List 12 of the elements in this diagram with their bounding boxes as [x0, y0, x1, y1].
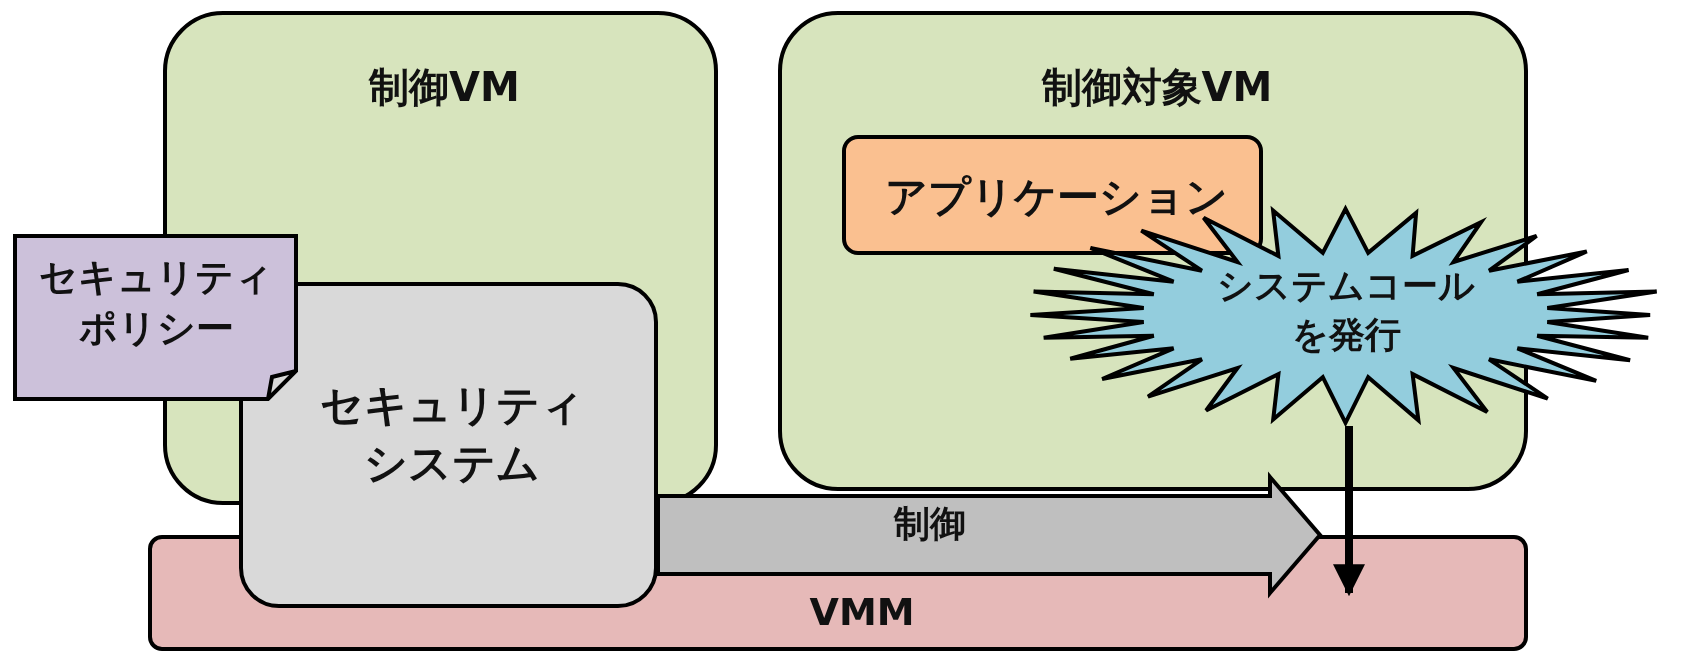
node-label: アプリケーション [884, 171, 1229, 223]
block-arrow [656, 471, 1323, 599]
arrow [1333, 426, 1365, 597]
policy-note [13, 234, 299, 402]
node-label: セキュリティポリシー [38, 254, 274, 353]
node-label: 制御VM [367, 63, 521, 112]
node-label: VMM [808, 589, 916, 636]
node-label: セキュリティシステム [319, 379, 585, 491]
application-box [842, 135, 1263, 255]
node-label: 制御対象VM [1040, 63, 1274, 112]
node-label: システムコールを発行 [1216, 264, 1476, 357]
edge-label: 制御 [892, 502, 967, 546]
